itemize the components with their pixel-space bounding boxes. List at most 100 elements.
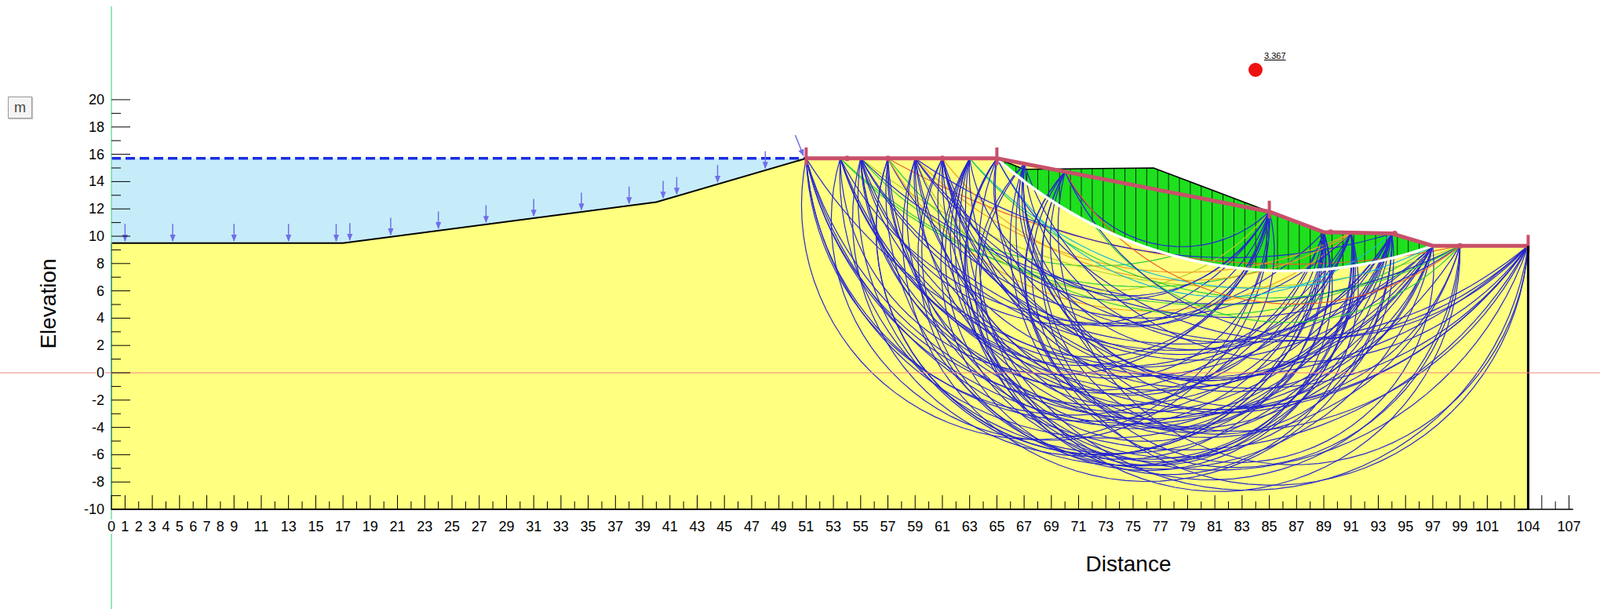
x-tick bbox=[1296, 495, 1298, 510]
trial-slip-surface bbox=[1064, 171, 1460, 323]
x-tick bbox=[492, 501, 494, 510]
x-tick bbox=[1487, 495, 1488, 510]
trial-slip-surface bbox=[839, 158, 1393, 454]
trial-slip-surface bbox=[1031, 171, 1356, 433]
x-tick bbox=[724, 495, 726, 510]
x-tick-label: 21 bbox=[389, 519, 407, 534]
x-tick-label: 71 bbox=[1070, 519, 1088, 534]
trial-slip-surface bbox=[805, 158, 1528, 450]
boundary-vertex bbox=[885, 155, 891, 161]
y-tick bbox=[111, 454, 131, 456]
trial-slip-surface bbox=[1024, 171, 1331, 429]
y-tick-label: 10 bbox=[87, 229, 106, 244]
x-tick bbox=[887, 495, 889, 510]
slice-line bbox=[1211, 154, 1213, 278]
x-tick bbox=[1377, 495, 1379, 510]
x-tick bbox=[1432, 495, 1433, 510]
x-tick bbox=[1228, 501, 1229, 510]
x-tick-label: 97 bbox=[1424, 519, 1442, 534]
y-tick bbox=[111, 399, 131, 401]
x-tick bbox=[792, 501, 794, 510]
y-tick bbox=[111, 467, 121, 469]
x-tick-label: 83 bbox=[1233, 519, 1251, 534]
trial-slip-surface bbox=[888, 158, 1461, 265]
x-tick bbox=[342, 495, 344, 510]
x-tick bbox=[860, 495, 861, 510]
y-tick-label: 14 bbox=[87, 174, 106, 189]
x-tick bbox=[424, 495, 426, 510]
y-tick-label: 6 bbox=[95, 284, 106, 299]
x-tick bbox=[1187, 495, 1189, 510]
y-tick bbox=[111, 509, 131, 511]
x-tick bbox=[1241, 495, 1243, 510]
x-tick bbox=[969, 495, 970, 510]
water-load-arrow bbox=[485, 205, 488, 223]
x-tick bbox=[1323, 495, 1325, 510]
model-edge bbox=[1527, 245, 1530, 510]
x-tick bbox=[778, 495, 780, 510]
x-tick bbox=[111, 495, 113, 510]
x-tick bbox=[315, 495, 317, 510]
x-tick bbox=[765, 501, 766, 510]
trial-slip-surface bbox=[1023, 164, 1461, 408]
trial-slip-surface bbox=[940, 158, 1354, 471]
x-tick-label: 15 bbox=[306, 519, 325, 534]
x-tick-label: 1 bbox=[120, 519, 130, 534]
boundary-vertex bbox=[844, 155, 850, 161]
y-tick-label: 4 bbox=[95, 310, 106, 325]
x-tick bbox=[546, 501, 548, 510]
slice-line bbox=[1135, 154, 1137, 278]
factor-of-safety: 3.367 bbox=[1264, 51, 1287, 61]
x-tick-label: 7 bbox=[202, 519, 212, 534]
x-tick bbox=[533, 495, 535, 510]
x-tick-label: 67 bbox=[1015, 519, 1033, 534]
y-tick bbox=[111, 181, 131, 183]
y-tick bbox=[111, 99, 131, 101]
x-tick-label: 6 bbox=[188, 519, 198, 534]
x-tick bbox=[1337, 501, 1338, 510]
water-load-arrow bbox=[532, 199, 535, 217]
trial-slip-surface bbox=[805, 158, 1460, 420]
axis-title: Elevation bbox=[37, 258, 60, 349]
x-tick-label: 27 bbox=[470, 519, 489, 534]
x-tick bbox=[302, 501, 303, 510]
x-tick-label: 8 bbox=[215, 519, 226, 534]
x-tick bbox=[1309, 501, 1311, 510]
trial-slip-surface bbox=[1042, 171, 1394, 434]
x-tick bbox=[437, 501, 439, 510]
x-tick bbox=[928, 501, 930, 510]
x-tick bbox=[983, 501, 985, 510]
slice-line bbox=[1200, 154, 1202, 278]
x-tick bbox=[506, 495, 507, 510]
x-tick bbox=[1268, 495, 1270, 510]
x-tick-label: 2 bbox=[134, 519, 144, 534]
x-tick-label: 49 bbox=[770, 519, 788, 534]
water-load-arrow bbox=[662, 181, 664, 199]
x-tick-label: 19 bbox=[361, 519, 380, 534]
x-tick bbox=[260, 495, 262, 510]
slice-line bbox=[1113, 154, 1115, 278]
trial-slip-surface bbox=[887, 158, 1270, 366]
x-tick bbox=[1364, 501, 1366, 510]
x-tick bbox=[560, 495, 562, 510]
x-tick-label: 35 bbox=[579, 519, 598, 534]
x-tick-label: 0 bbox=[106, 519, 117, 534]
x-tick bbox=[683, 501, 685, 510]
y-tick bbox=[111, 317, 131, 319]
x-tick bbox=[656, 501, 657, 510]
x-tick bbox=[1105, 495, 1107, 510]
x-tick-label: 43 bbox=[688, 519, 706, 534]
slice-line bbox=[1157, 154, 1159, 278]
x-tick bbox=[1173, 501, 1175, 510]
x-tick-label: 47 bbox=[743, 519, 761, 534]
x-tick bbox=[587, 495, 589, 510]
x-tick bbox=[1255, 501, 1257, 510]
y-tick bbox=[111, 331, 121, 332]
x-tick-label: 29 bbox=[497, 519, 515, 534]
slice-line bbox=[1168, 154, 1170, 278]
x-tick bbox=[451, 495, 453, 510]
slice-line bbox=[1364, 154, 1366, 278]
y-tick-label: 12 bbox=[87, 201, 106, 216]
x-tick bbox=[1159, 495, 1161, 510]
